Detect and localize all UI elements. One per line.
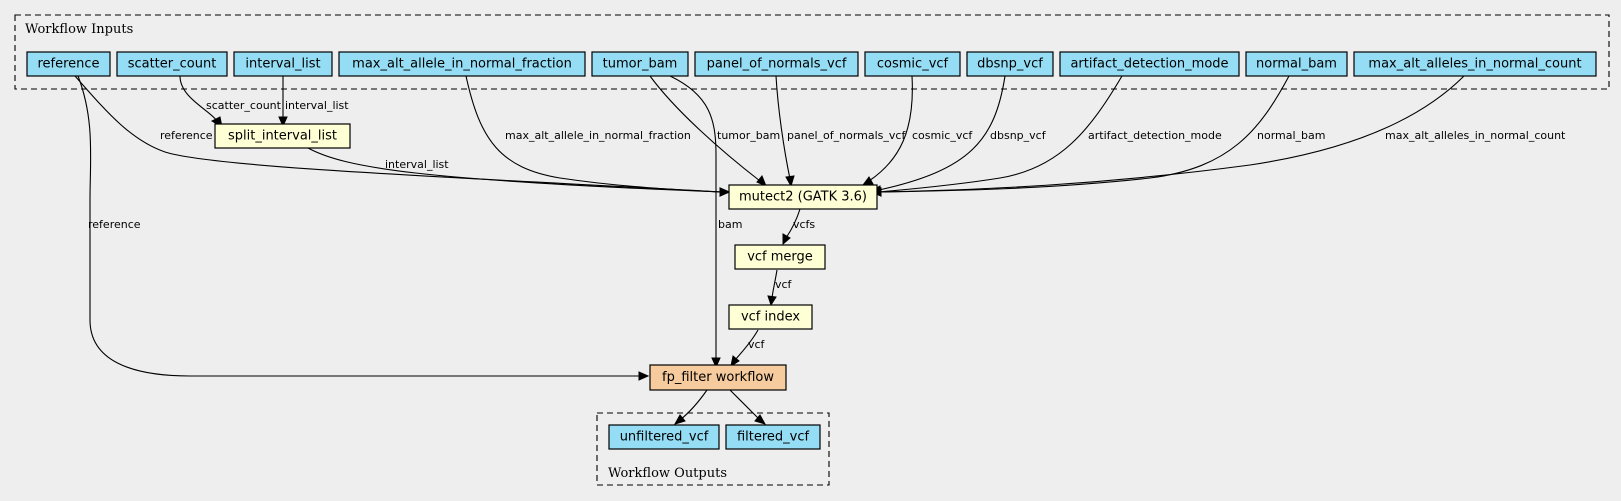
input-scatter-count[interactable]: scatter_count: [116, 51, 228, 77]
svg-text:vcf index: vcf index: [741, 310, 800, 325]
step-mutect2[interactable]: mutect2 (GATK 3.6): [728, 184, 878, 210]
edge-label-max-alt-count: max_alt_alleles_in_normal_count: [1385, 129, 1566, 142]
step-vcf-merge[interactable]: vcf merge: [734, 244, 826, 270]
edge-label-bam: bam: [718, 218, 742, 231]
edge-label-index-vcf: vcf: [748, 338, 766, 351]
svg-text:dbsnp_vcf: dbsnp_vcf: [977, 57, 1043, 72]
edge-fpfilter-to-unfiltered: [673, 389, 708, 425]
svg-text:unfiltered_vcf: unfiltered_vcf: [620, 430, 709, 445]
edge-tumor-bam-to-mutect: tumor_bam: [649, 75, 780, 187]
svg-text:normal_bam: normal_bam: [1256, 57, 1337, 72]
svg-text:split_interval_list: split_interval_list: [228, 129, 337, 144]
edge-label-cosmic: cosmic_vcf: [912, 129, 973, 142]
input-dbsnp-vcf[interactable]: dbsnp_vcf: [966, 51, 1054, 77]
output-unfiltered-vcf[interactable]: unfiltered_vcf: [608, 424, 720, 450]
step-split-interval-list[interactable]: split_interval_list: [214, 123, 351, 149]
workflow-inputs-cluster: Workflow Inputs: [14, 14, 1610, 90]
edge-label-panel-of-normals: panel_of_normals_vcf: [787, 129, 906, 142]
step-fp-filter-workflow[interactable]: fp_filter workflow: [649, 364, 787, 391]
edge-label-interval-list: interval_list: [285, 99, 349, 112]
svg-text:mutect2 (GATK 3.6): mutect2 (GATK 3.6): [739, 190, 867, 205]
edge-max-alt-count-to-mutect: max_alt_alleles_in_normal_count: [870, 75, 1566, 197]
edge-scatter-count-to-split: scatter_count: [179, 75, 282, 129]
edge-cosmic-to-mutect: cosmic_vcf: [861, 75, 973, 186]
edge-label-reference-mutect: reference: [160, 129, 213, 142]
input-tumor-bam[interactable]: tumor_bam: [591, 51, 689, 77]
input-artifact-detection-mode[interactable]: artifact_detection_mode: [1059, 51, 1240, 77]
edge-label-reference-fpfilter: reference: [88, 218, 141, 231]
svg-text:filtered_vcf: filtered_vcf: [737, 430, 810, 445]
edge-label-max-alt-fraction: max_alt_allele_in_normal_fraction: [505, 129, 691, 142]
edge-panel-of-normals-to-mutect: panel_of_normals_vcf: [775, 75, 906, 188]
edge-interval-list-to-split: interval_list: [278, 76, 349, 128]
workflow-inputs-label: Workflow Inputs: [25, 22, 133, 37]
svg-text:cosmic_vcf: cosmic_vcf: [877, 57, 949, 72]
edge-label-tumor-bam: tumor_bam: [717, 129, 780, 142]
svg-text:max_alt_allele_in_normal_fract: max_alt_allele_in_normal_fraction: [352, 57, 572, 72]
input-max-alt-alleles-in-normal-count[interactable]: max_alt_alleles_in_normal_count: [1353, 51, 1597, 77]
output-filtered-vcf[interactable]: filtered_vcf: [725, 424, 821, 450]
edge-mutect-to-merge: vcfs: [782, 208, 815, 246]
svg-text:fp_filter workflow: fp_filter workflow: [662, 370, 774, 385]
svg-text:interval_list: interval_list: [245, 57, 320, 72]
edge-reference-to-fpfilter: reference: [77, 75, 650, 381]
workflow-outputs-cluster: Workflow Outputs: [596, 412, 830, 486]
edge-label-vcfs: vcfs: [793, 218, 815, 231]
edge-merge-to-index: vcf: [767, 269, 793, 307]
input-max-alt-allele-in-normal-fraction[interactable]: max_alt_allele_in_normal_fraction: [338, 51, 586, 77]
step-vcf-index[interactable]: vcf index: [728, 304, 813, 330]
edge-label-merge-vcf: vcf: [775, 278, 793, 291]
svg-text:artifact_detection_mode: artifact_detection_mode: [1070, 57, 1228, 72]
edge-label-normal-bam: normal_bam: [1257, 129, 1325, 142]
edge-label-dbsnp: dbsnp_vcf: [990, 129, 1047, 142]
input-cosmic-vcf[interactable]: cosmic_vcf: [864, 51, 961, 77]
edge-tumor-bam-to-fpfilter: bam: [669, 75, 742, 369]
edge-fpfilter-to-filtered: [729, 389, 767, 425]
input-panel-of-normals-vcf[interactable]: panel_of_normals_vcf: [694, 51, 859, 77]
svg-text:reference: reference: [37, 57, 99, 72]
edge-max-alt-fraction-to-mutect: max_alt_allele_in_normal_fraction: [465, 75, 731, 197]
input-reference[interactable]: reference: [26, 51, 111, 77]
edge-label-artifact-detection: artifact_detection_mode: [1088, 129, 1222, 142]
workflow-outputs-label: Workflow Outputs: [608, 466, 727, 481]
edge-label-scatter-count: scatter_count: [206, 99, 282, 112]
svg-text:max_alt_alleles_in_normal_coun: max_alt_alleles_in_normal_count: [1368, 57, 1581, 72]
edge-index-to-fpfilter: vcf: [730, 329, 766, 368]
edge-label-split-interval-list: interval_list: [385, 158, 449, 171]
svg-text:scatter_count: scatter_count: [128, 57, 217, 72]
svg-text:vcf merge: vcf merge: [747, 250, 813, 265]
svg-text:panel_of_normals_vcf: panel_of_normals_vcf: [707, 57, 847, 72]
svg-text:tumor_bam: tumor_bam: [603, 57, 678, 72]
input-normal-bam[interactable]: normal_bam: [1245, 51, 1348, 77]
input-interval-list[interactable]: interval_list: [233, 51, 333, 77]
